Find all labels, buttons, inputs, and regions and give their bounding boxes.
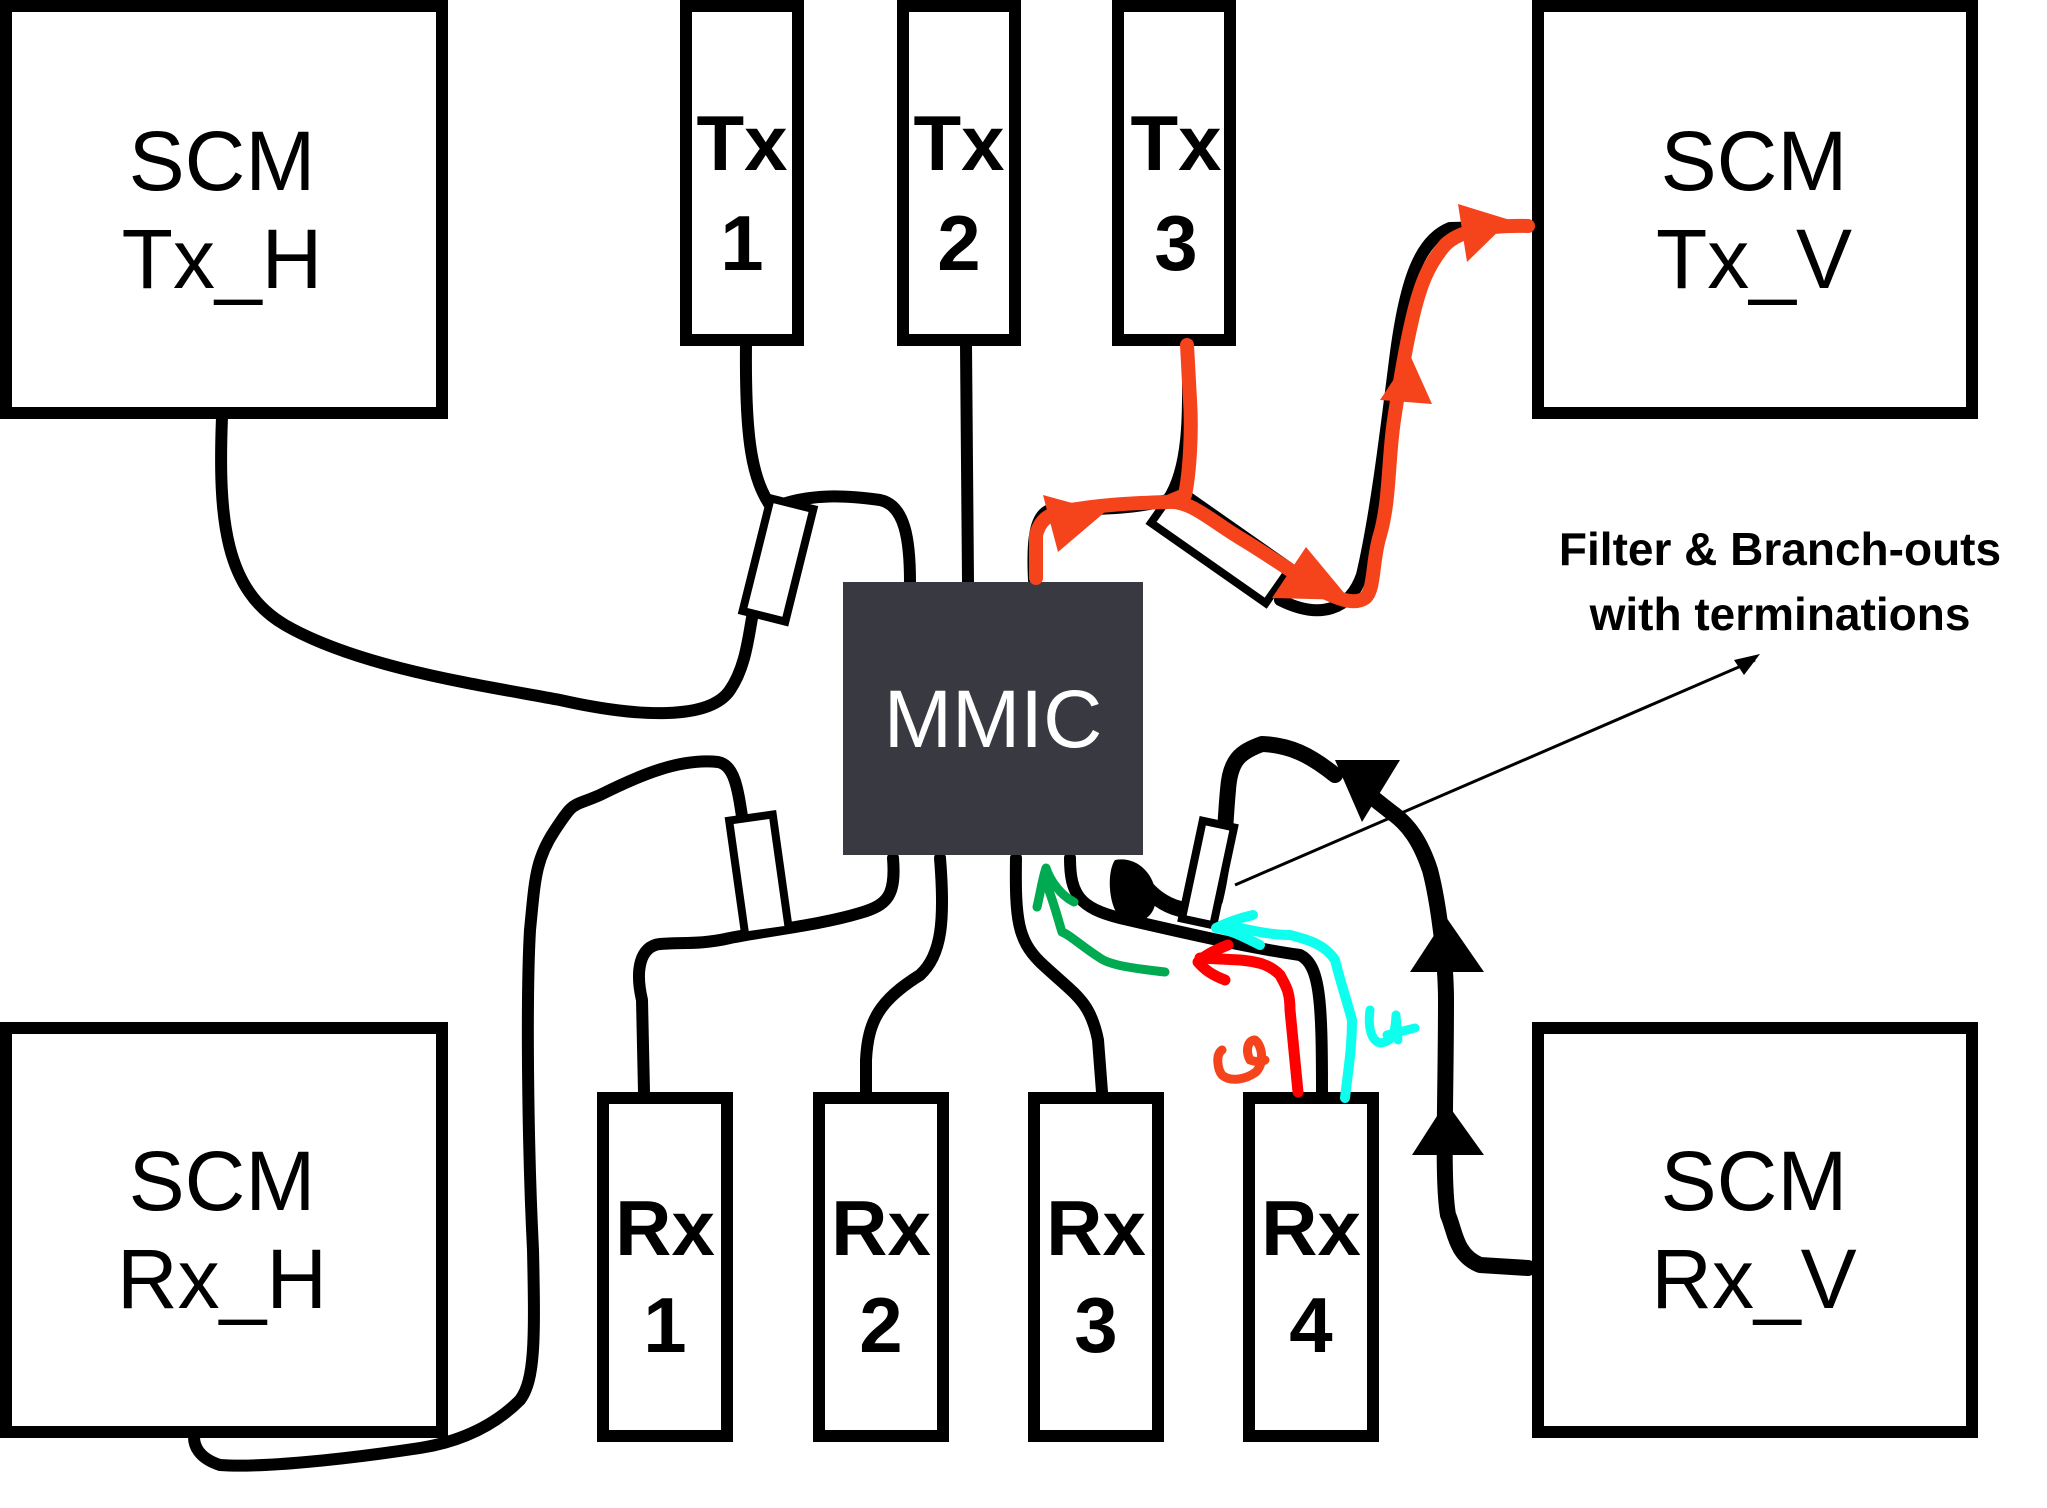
wire-scm-txh-to-filter: [215, 411, 758, 720]
mmic-chip: MMIC: [843, 582, 1143, 855]
wire-filter-to-tx1: [739, 339, 778, 514]
tx-port-3-label: Tx: [1130, 99, 1221, 187]
filter-rx1: [724, 809, 794, 941]
tx-port-2-label: Tx: [913, 99, 1004, 187]
wire-mmic-to-rx1-filter: [633, 852, 900, 1098]
wire-filter-to-mmic-left: [766, 490, 916, 588]
rx-port-1-label: Rx: [615, 1184, 715, 1272]
rx-path-cyan-arrowhead: [1211, 910, 1265, 950]
rx-path-red-stroke: [1194, 952, 1304, 1098]
rx-port-3: Rx 3: [1028, 1092, 1164, 1442]
filter-tx-h: [737, 493, 819, 627]
rx-port-1-number: 1: [643, 1281, 686, 1369]
tx-port-3: Tx 3: [1112, 0, 1236, 346]
tx-path-orange-stroke: [1029, 218, 1535, 609]
handwritten-orange-glyph: [1213, 1035, 1270, 1084]
tx-port-1-number: 1: [720, 199, 763, 287]
mmic-label: MMIC: [884, 674, 1103, 765]
wire-branch-to-scm-txv: [1274, 220, 1536, 617]
scm-tx-v: SCM Tx_V: [1532, 0, 1978, 419]
wire-mmic-to-rx3: [1009, 852, 1108, 1098]
rx-port-1: Rx 1: [597, 1092, 733, 1442]
wire-tx2-to-mmic: [960, 339, 974, 588]
scm-tx-h-subtitle: Tx_H: [122, 212, 323, 306]
tx-path-arrowhead-1: [1043, 495, 1105, 552]
annotation-leader-arrowhead: [1734, 654, 1760, 675]
rx-port-3-label: Rx: [1046, 1184, 1146, 1272]
rx-port-4-label: Rx: [1261, 1184, 1361, 1272]
rx-signal-path-red: [1192, 939, 1304, 1098]
wire-scm-rxv-path: [1352, 782, 1536, 1276]
annotation-leader-line: [1234, 658, 1756, 887]
rx-signal-path-green: [1032, 863, 1170, 977]
rx-path-green-stroke: [1040, 875, 1170, 977]
filter-annotation: Filter & Branch-outs with terminations: [1559, 523, 2001, 640]
wire-mmic-to-rx2: [860, 852, 949, 1098]
scm-rx-h-subtitle: Rx_H: [117, 1232, 327, 1326]
rx-port-2: Rx 2: [813, 1092, 949, 1442]
tx-path-arrowhead-4: [1458, 204, 1510, 262]
scm-tx-v-subtitle: Tx_V: [1656, 212, 1852, 306]
filters: [724, 481, 1297, 941]
scm-tx-v-title: SCM: [1661, 114, 1848, 208]
rx-v-path-arrows: [1335, 760, 1484, 1155]
rx-port-2-number: 2: [859, 1281, 902, 1369]
handwritten-mark-cyan: 4: [1364, 1005, 1420, 1048]
rx-path-cyan-stroke: [1220, 920, 1357, 1103]
scm-tx-h: SCM Tx_H: [0, 0, 448, 419]
scm-rx-h: SCM Rx_H: [0, 1022, 448, 1438]
handwritten-cyan-glyph: [1364, 1005, 1420, 1048]
rx-port-2-label: Rx: [831, 1184, 931, 1272]
tx-port-2-number: 2: [937, 199, 980, 287]
junction-blob: [1109, 859, 1156, 922]
annotation-line-2: with terminations: [1589, 588, 1971, 640]
annotation-line-1: Filter & Branch-outs: [1559, 523, 2001, 575]
rx-path-red-arrowhead: [1192, 939, 1234, 986]
rx-v-arrowhead-2: [1410, 917, 1484, 972]
rx-v-arrowhead-1: [1412, 1102, 1484, 1155]
rx-v-arrowhead-3: [1335, 760, 1400, 822]
scm-rx-v: SCM Rx_V: [1532, 1022, 1978, 1438]
tx-path-arrowhead-3: [1380, 355, 1432, 404]
wire-mmic-to-rx4: [1064, 852, 1328, 1098]
handwritten-mark-orange: 6: [1213, 1035, 1270, 1084]
filter-rx-branch: [1177, 816, 1239, 930]
rx-port-4-number: 4: [1289, 1281, 1332, 1369]
tx-port-3-number: 3: [1154, 199, 1197, 287]
scm-rx-v-title: SCM: [1661, 1134, 1848, 1228]
tx-port-1-label: Tx: [696, 99, 787, 187]
rx-signal-path-cyan: [1211, 910, 1357, 1103]
tx-port-2: Tx 2: [897, 0, 1021, 346]
wire-filter-to-scm-rxh: [188, 755, 749, 1472]
rx-port-3-number: 3: [1074, 1281, 1117, 1369]
scm-tx-h-title: SCM: [129, 114, 316, 208]
tx-signal-path-orange: [1029, 204, 1535, 609]
scm-rx-h-title: SCM: [129, 1134, 316, 1228]
rx-path-green-arrowhead: [1032, 863, 1079, 912]
scm-rx-v-subtitle: Rx_V: [1651, 1232, 1856, 1326]
rx-port-4: Rx 4: [1243, 1092, 1379, 1442]
tx-port-1: Tx 1: [680, 0, 804, 346]
tx-path-arrowhead-2: [1272, 547, 1350, 600]
